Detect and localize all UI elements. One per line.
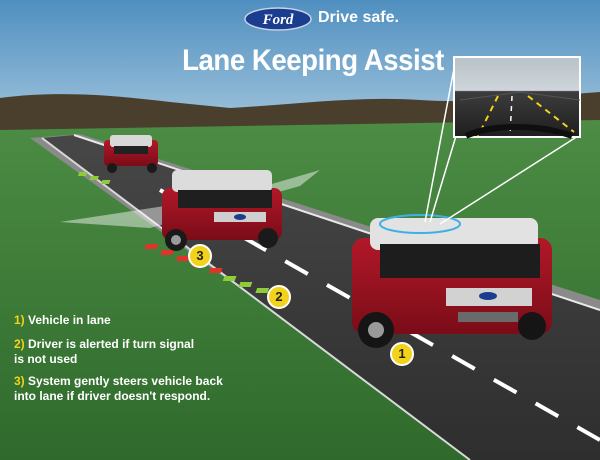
logo-text: Ford — [262, 12, 294, 28]
road-edge-line-left — [41, 137, 471, 460]
callout-vehicle-in-lane: 1) Vehicle in lane — [14, 313, 111, 328]
camera-callout-lines — [424, 57, 579, 225]
vehicle-far — [104, 135, 158, 173]
vehicle-middle — [162, 170, 282, 251]
lane-alert-green-far — [77, 172, 111, 184]
lane-alert-green-near — [222, 276, 270, 293]
callout-text: Driver is alerted if turn signal is not … — [14, 337, 195, 366]
brand-tagline: Drive safe. — [318, 9, 399, 26]
page-title: Lane Keeping Assist — [182, 44, 444, 77]
callout-steer-back: 3) System gently steers vehicle back int… — [14, 374, 224, 404]
callout-number: 2) — [14, 337, 25, 351]
ford-logo: Ford — [244, 7, 312, 31]
callout-number: 3) — [14, 374, 25, 388]
step-marker-1: 1 — [390, 342, 414, 366]
sensor-beam — [60, 170, 320, 228]
step-marker-3: 3 — [188, 244, 212, 268]
callout-number: 1) — [14, 313, 25, 327]
vehicle-near — [352, 214, 552, 348]
callout-text: System gently steers vehicle back into l… — [14, 374, 223, 403]
callout-text: Vehicle in lane — [28, 313, 111, 327]
camera-view-inset — [453, 56, 581, 139]
callout-driver-alert: 2) Driver is alerted if turn signal is n… — [14, 337, 204, 367]
step-marker-2: 2 — [267, 285, 291, 309]
